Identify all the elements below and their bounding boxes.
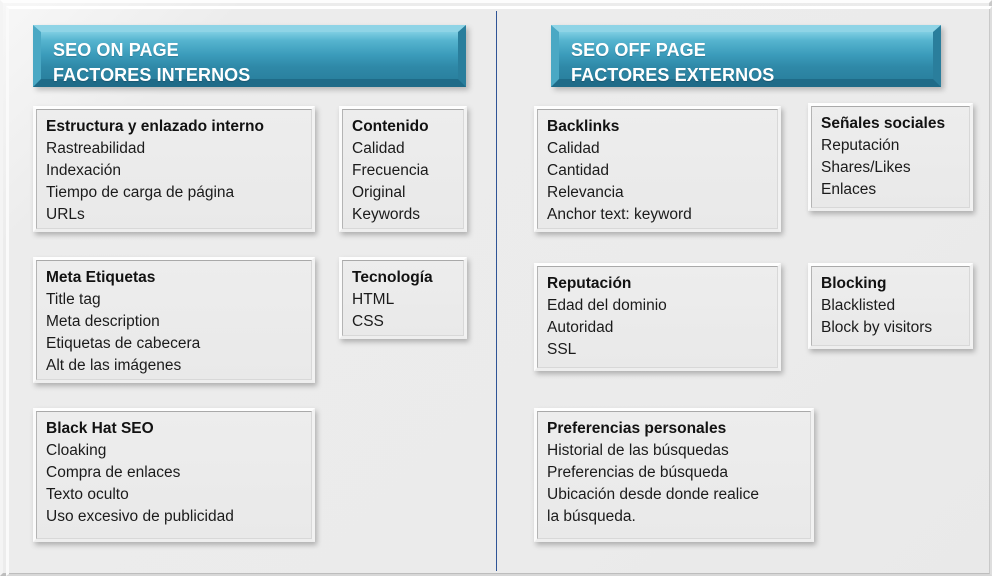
card-item: Tiempo de carga de página (46, 184, 235, 201)
card-item: Indexación (46, 162, 121, 179)
card-preferencias-personales: Preferencias personales Historial de las… (534, 408, 814, 542)
card-title: Contenido (352, 118, 429, 135)
card-item: Block by visitors (821, 319, 933, 336)
card-title: Estructura y enlazado interno (46, 118, 264, 135)
card-item: Texto oculto (46, 486, 129, 503)
card-title: Reputación (547, 275, 632, 292)
banner-seo-off-page: SEO OFF PAGE FACTORES EXTERNOS (551, 25, 941, 87)
card-item: Enlaces (821, 181, 877, 198)
card-item: Alt de las imágenes (46, 357, 182, 374)
card-item: la búsqueda. (547, 508, 636, 525)
card-item: Historial de las búsquedas (547, 442, 729, 459)
card-title: Blocking (821, 275, 887, 292)
card-contenido: Contenido Calidad Frecuencia Original Ke… (339, 106, 467, 232)
card-title: Preferencias personales (547, 420, 727, 437)
card-title: Señales sociales (821, 115, 946, 132)
card-item: Calidad (352, 140, 405, 157)
card-body: Estructura y enlazado interno Rastreabil… (36, 109, 312, 229)
card-title: Black Hat SEO (46, 420, 154, 437)
card-item: Keywords (352, 206, 421, 223)
card-body: Preferencias personales Historial de las… (537, 411, 811, 539)
card-item: SSL (547, 341, 577, 358)
card-black-hat-seo: Black Hat SEO Cloaking Compra de enlaces… (33, 408, 315, 542)
card-estructura-y-enlazado-interno: Estructura y enlazado interno Rastreabil… (33, 106, 315, 232)
card-item: Calidad (547, 140, 600, 157)
card-item: Original (352, 184, 406, 201)
card-item: Ubicación desde donde realice (547, 486, 759, 503)
card-item: HTML (352, 291, 395, 308)
card-item: Shares/Likes (821, 159, 911, 176)
banner-seo-on-page: SEO ON PAGE FACTORES INTERNOS (33, 25, 466, 87)
infographic-inner-frame (6, 6, 992, 576)
card-body: Backlinks Calidad Cantidad Relevancia An… (537, 109, 778, 229)
card-item: Title tag (46, 291, 101, 308)
card-item: Cantidad (547, 162, 610, 179)
card-item: Cloaking (46, 442, 107, 459)
card-item: Uso excesivo de publicidad (46, 508, 234, 525)
banner-seo-off-page-text: SEO OFF PAGE FACTORES EXTERNOS (571, 40, 775, 85)
banner-seo-on-page-text: SEO ON PAGE FACTORES INTERNOS (53, 40, 251, 85)
card-item: Blacklisted (821, 297, 896, 314)
column-divider (496, 11, 497, 571)
card-item: Anchor text: keyword (547, 206, 692, 223)
card-body: Señales sociales Reputación Shares/Likes… (811, 106, 970, 208)
card-title: Backlinks (547, 118, 620, 135)
card-meta-etiquetas: Meta Etiquetas Title tag Meta descriptio… (33, 257, 315, 383)
card-body: Black Hat SEO Cloaking Compra de enlaces… (36, 411, 312, 539)
card-item: Meta description (46, 313, 160, 330)
card-senales-sociales: Señales sociales Reputación Shares/Likes… (808, 103, 973, 211)
card-item: Edad del dominio (547, 297, 667, 314)
card-body: Tecnología HTML CSS (342, 260, 464, 336)
card-item: CSS (352, 313, 384, 330)
card-item: Reputación (821, 137, 900, 154)
card-item: Relevancia (547, 184, 624, 201)
card-backlinks: Backlinks Calidad Cantidad Relevancia An… (534, 106, 781, 232)
card-item: Autoridad (547, 319, 614, 336)
card-title: Meta Etiquetas (46, 269, 156, 286)
card-title: Tecnología (352, 269, 433, 286)
card-item: URLs (46, 206, 85, 223)
card-item: Preferencias de búsqueda (547, 464, 728, 481)
card-tecnologia: Tecnología HTML CSS (339, 257, 467, 339)
card-body: Reputación Edad del dominio Autoridad SS… (537, 266, 778, 368)
card-item: Compra de enlaces (46, 464, 181, 481)
card-item: Etiquetas de cabecera (46, 335, 201, 352)
card-body: Contenido Calidad Frecuencia Original Ke… (342, 109, 464, 229)
card-reputacion: Reputación Edad del dominio Autoridad SS… (534, 263, 781, 371)
card-item: Rastreabilidad (46, 140, 146, 157)
card-blocking: Blocking Blacklisted Block by visitors (808, 263, 973, 349)
card-item: Frecuencia (352, 162, 429, 179)
card-body: Blocking Blacklisted Block by visitors (811, 266, 970, 346)
card-body: Meta Etiquetas Title tag Meta descriptio… (36, 260, 312, 380)
